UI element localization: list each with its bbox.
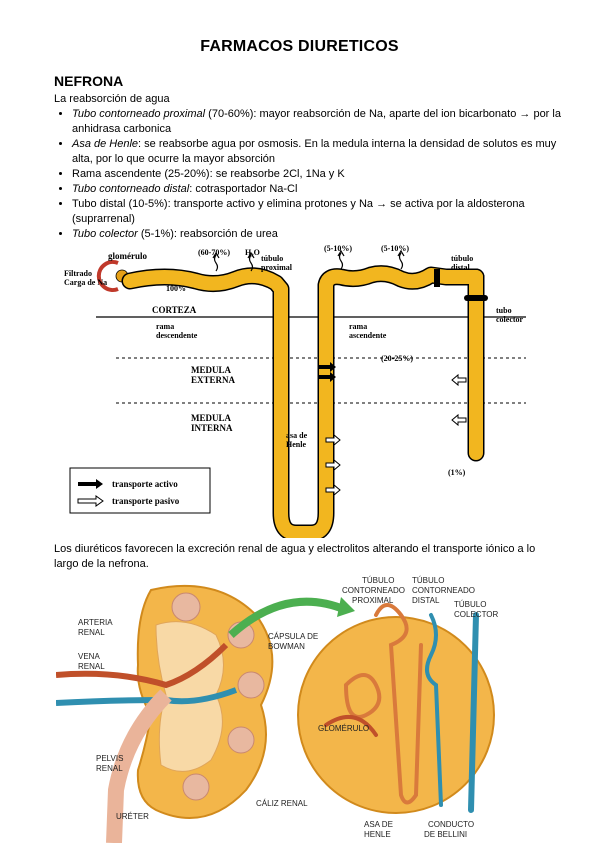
label-final-pct: (1%) bbox=[448, 468, 466, 477]
distal-pump bbox=[434, 269, 440, 287]
label-vena-2: RENAL bbox=[78, 662, 105, 671]
label-proximal-pct: (60-70%) bbox=[198, 248, 230, 257]
label-rama-desc-2: descendente bbox=[156, 331, 198, 340]
tubule-fill bbox=[123, 266, 483, 538]
label-carga: Carga de Na bbox=[64, 278, 107, 287]
legend-active-arrow bbox=[78, 479, 103, 489]
label-bellini-2: DE BELLINI bbox=[424, 830, 467, 839]
bullet-term: Tubo colector bbox=[72, 228, 138, 240]
label-rama-desc-1: rama bbox=[156, 322, 174, 331]
label-tubulo-proximal-2: proximal bbox=[261, 263, 293, 272]
ureter bbox=[106, 689, 172, 843]
label-tcd-2: CONTORNEADO bbox=[412, 586, 475, 595]
label-asc2-pct: (5-10%) bbox=[381, 244, 409, 253]
label-tubo-colector-1: tubo bbox=[496, 306, 512, 315]
label-100: 100% bbox=[166, 284, 186, 293]
label-rama-asc-1: rama bbox=[349, 322, 367, 331]
bullet-term: Tubo contorneado distal bbox=[72, 183, 190, 195]
label-tubo-colector-2: colector bbox=[496, 315, 524, 324]
label-corteza: CORTEZA bbox=[152, 305, 197, 315]
legend-passive-arrow bbox=[77, 495, 104, 507]
label-tcd-1: TÚBULO bbox=[412, 576, 444, 585]
bullet-term: Rama ascendente bbox=[72, 168, 162, 180]
label-pelvis-1: PELVIS bbox=[96, 754, 123, 763]
legend: transporte activo transporte pasivo bbox=[69, 467, 211, 514]
label-medula-int-2: INTERNA bbox=[191, 423, 233, 433]
collector-pump bbox=[464, 295, 488, 301]
label-caliz: CÁLIZ RENAL bbox=[256, 799, 308, 808]
bullet-term: Tubo contorneado proximal bbox=[72, 108, 206, 120]
bullet-item: Asa de Henle: se reabsorbe agua por osmo… bbox=[72, 137, 572, 167]
bullet-item: Tubo contorneado distal: cotrasportador … bbox=[72, 182, 572, 197]
label-arteria-1: ARTERIA bbox=[78, 618, 113, 627]
bullet-list: Tubo contorneado proximal (70-60%): mayo… bbox=[54, 107, 572, 242]
label-tc-2: COLECTOR bbox=[454, 610, 499, 619]
label-tubulo-proximal-1: túbulo bbox=[261, 254, 283, 263]
label-h2o: H₂O bbox=[245, 248, 260, 257]
bullet-text: (70-60%): mayor reabsorción de Na, apart… bbox=[72, 108, 561, 135]
bullet-item: Rama ascendente (25-20%): se reabsorbe 2… bbox=[72, 167, 572, 182]
bullet-text: : se reabsorbe agua por osmosis. En la m… bbox=[72, 138, 557, 165]
label-pelvis-2: RENAL bbox=[96, 764, 123, 773]
label-tcp-1: TÚBULO bbox=[362, 576, 394, 585]
efflux-arrows bbox=[212, 249, 405, 272]
label-arteria-2: RENAL bbox=[78, 628, 105, 637]
active-arrows bbox=[318, 362, 336, 382]
label-asa-2: Henle bbox=[286, 440, 306, 449]
label-capsula-2: BOWMAN bbox=[268, 642, 305, 651]
bullet-item: Tubo colector (5-1%): reabsorción de ure… bbox=[72, 227, 572, 242]
nephron-structures bbox=[324, 603, 479, 813]
section-heading: NEFRONA bbox=[54, 73, 124, 89]
label-asa-1: asa de bbox=[286, 431, 308, 440]
label-asc-pct: (20-25%) bbox=[381, 354, 413, 363]
document-title: FARMACOS DIURETICOS bbox=[200, 38, 399, 55]
glomerulus-shape bbox=[96, 260, 119, 292]
bullet-term: Asa de Henle bbox=[72, 138, 139, 150]
label-glomerulo: glomérulo bbox=[108, 251, 147, 261]
bullet-text: (10-5%): transporte activo y elimina pro… bbox=[72, 198, 525, 225]
label-asc1-pct: (5-10%) bbox=[324, 244, 352, 253]
intro-text: La reabsorción de agua bbox=[54, 93, 170, 105]
label-capsula-1: CÁPSULA DE bbox=[268, 632, 318, 641]
bullet-text: (5-1%): reabsorción de urea bbox=[137, 228, 278, 240]
label-tcd-3: DISTAL bbox=[412, 596, 440, 605]
bullet-text: : cotrasportador Na-Cl bbox=[189, 183, 298, 195]
bullet-text: (25-20%): se reabsorbe 2Cl, 1Na y K bbox=[161, 168, 345, 180]
label-rama-asc-2: ascendente bbox=[349, 331, 387, 340]
diuretics-paragraph: Los diuréticos favorecen la excreción re… bbox=[54, 543, 536, 570]
bullet-item: Tubo distal (10-5%): transporte activo y… bbox=[72, 197, 572, 227]
label-asa-1: ASA DE bbox=[364, 820, 393, 829]
label-vena-1: VENA bbox=[78, 652, 100, 661]
label-tcp-3: PROXIMAL bbox=[352, 596, 394, 605]
nephron-transport-diagram: glomérulo Filtrado Carga de Na 100% (60-… bbox=[64, 244, 526, 538]
label-tubulo-distal-1: túbulo bbox=[451, 254, 473, 263]
label-tcp-2: CONTORNEADO bbox=[342, 586, 405, 595]
label-filtrado: Filtrado bbox=[64, 269, 92, 278]
label-medula-ext-2: EXTERNA bbox=[191, 375, 236, 385]
renal-artery bbox=[56, 642, 229, 689]
kidney-illustration: ARTERIA RENAL VENA RENAL PELVIS RENAL UR… bbox=[56, 576, 499, 843]
legend-pasivo-label: transporte pasivo bbox=[112, 496, 180, 506]
label-medula-int-1: MEDULA bbox=[191, 413, 231, 423]
bullet-item: Tubo contorneado proximal (70-60%): mayo… bbox=[72, 107, 572, 137]
label-medula-ext-1: MEDULA bbox=[191, 365, 231, 375]
legend-activo-label: transporte activo bbox=[112, 479, 178, 489]
label-asa-2: HENLE bbox=[364, 830, 391, 839]
bullet-term: Tubo distal bbox=[72, 198, 126, 210]
label-bellini-1: CONDUCTO bbox=[428, 820, 474, 829]
label-ureter: URÉTER bbox=[116, 812, 149, 821]
zoom-arrow bbox=[228, 597, 348, 638]
passive-arrows bbox=[325, 373, 467, 497]
label-tubulo-distal-2: distal bbox=[451, 263, 470, 272]
label-glomerulo2: GLOMÉRULO bbox=[318, 724, 369, 733]
renal-pyramids bbox=[171, 592, 265, 801]
label-tc-1: TÚBULO bbox=[454, 600, 486, 609]
